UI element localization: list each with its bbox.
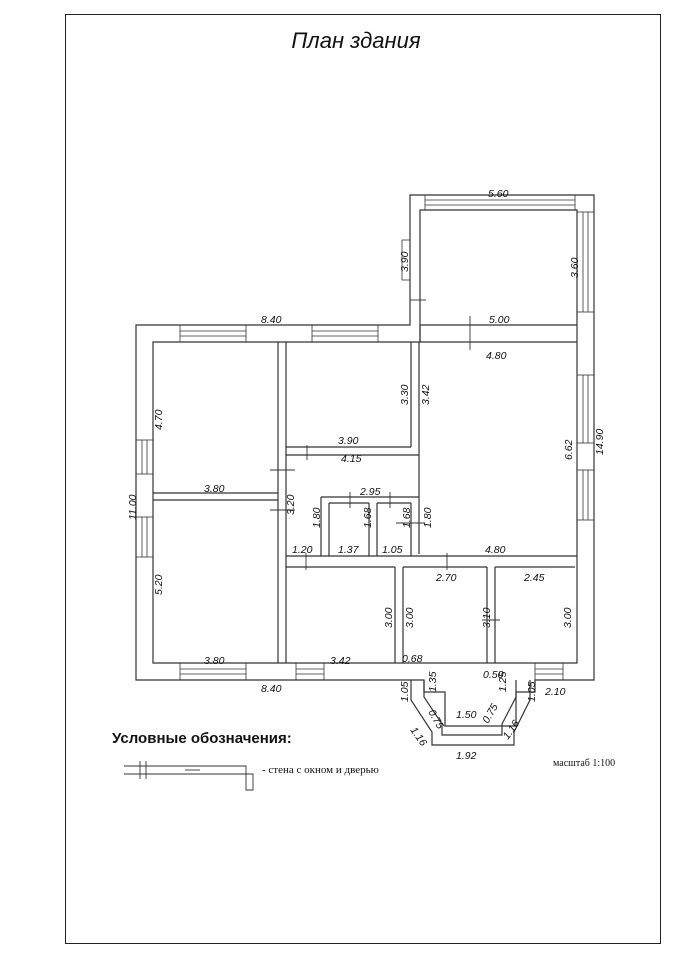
dim-5-00: 5.00	[489, 314, 510, 326]
dim-3-00-b: 3.00	[404, 607, 416, 628]
dim-3-20: 3.20	[285, 494, 297, 515]
dim-8-40-bottom: 8.40	[261, 683, 282, 695]
dim-1-05-left: 1.05	[399, 681, 411, 702]
dim-3-80-bottom: 3.80	[204, 655, 225, 667]
dim-4-70: 4.70	[153, 409, 165, 430]
dim-2-10: 2.10	[544, 686, 566, 698]
dim-1-68-b: 1.68	[401, 507, 413, 528]
dim-1-20: 1.20	[292, 544, 313, 556]
dim-4-80-top: 4.80	[486, 350, 507, 362]
legend-wall-text: - стена с окном и дверью	[262, 764, 379, 776]
windows	[135, 194, 595, 681]
dim-2-95: 2.95	[359, 486, 381, 498]
dim-2-70: 2.70	[435, 572, 457, 584]
dim-14-90: 14.90	[594, 429, 606, 455]
dim-3-30: 3.30	[399, 384, 411, 405]
dim-3-00-c: 3.00	[562, 607, 574, 628]
dim-1-16-left: 1.16	[408, 725, 430, 749]
dim-6-62: 6.62	[563, 439, 575, 460]
drawing-frame	[65, 14, 661, 944]
dim-5-60: 5.60	[488, 188, 509, 200]
dim-3-42-mid: 3.42	[420, 384, 432, 405]
dim-1-37: 1.37	[338, 544, 360, 556]
dim-1-80-left: 1.80	[311, 507, 323, 528]
legend-heading: Условные обозначения:	[112, 730, 292, 747]
dim-1-25: 1.25	[497, 671, 509, 692]
dim-5-20: 5.20	[153, 574, 165, 595]
dim-1-05-right: 1.05	[526, 681, 538, 702]
dim-3-10: 3.10	[481, 607, 493, 628]
dim-0-50: 0.50	[483, 669, 504, 681]
dim-3-42-bottom: 3.42	[330, 655, 351, 667]
dim-3-90-mid: 3.90	[338, 435, 359, 447]
scale-label: масштаб 1:100	[553, 758, 616, 769]
dim-0-68: 0.68	[402, 653, 423, 665]
legend-symbol	[124, 761, 254, 791]
outer-walls	[135, 194, 595, 727]
dim-2-45: 2.45	[523, 572, 545, 584]
dim-1-50: 1.50	[456, 709, 477, 721]
door-marks	[270, 299, 500, 621]
dim-1-68-a: 1.68	[362, 507, 374, 528]
dim-8-40-top: 8.40	[261, 314, 282, 326]
dim-11-00: 11.00	[127, 494, 139, 520]
dim-1-05-mid: 1.05	[382, 544, 403, 556]
dim-4-80-bottom: 4.80	[485, 544, 506, 556]
dim-1-35: 1.35	[427, 671, 439, 692]
dim-1-92: 1.92	[456, 750, 477, 762]
bay-window	[410, 680, 531, 746]
plan-title: План здания	[291, 28, 421, 53]
dim-3-90-top: 3.90	[399, 251, 411, 272]
dim-0-75-right: 0.75	[480, 702, 501, 726]
dim-3-80-top: 3.80	[204, 483, 225, 495]
dim-1-80-right: 1.80	[422, 507, 434, 528]
dim-3-60: 3.60	[569, 257, 581, 278]
dimension-labels: 5.60 3.90 3.60 8.40 5.00 4.80 4.70 3.30 …	[127, 188, 606, 762]
dim-3-00-a: 3.00	[383, 607, 395, 628]
dim-4-15: 4.15	[341, 453, 362, 465]
